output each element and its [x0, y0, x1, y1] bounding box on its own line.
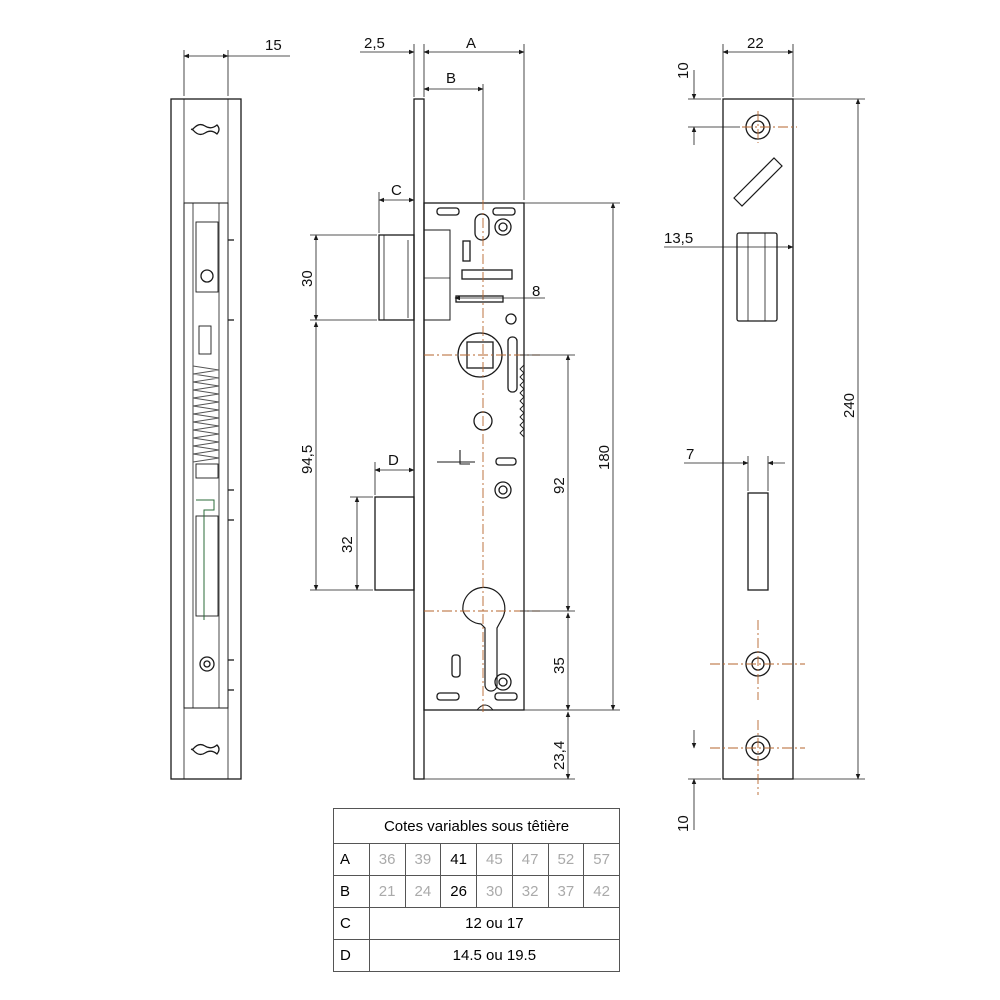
- diagonal-slot-icon: [733, 157, 783, 207]
- dim-latch-width: 13,5: [664, 230, 693, 247]
- table-cell: 39: [404, 843, 442, 876]
- row-label: C: [333, 907, 370, 940]
- dim-faceplate-offset: 2,5: [364, 35, 385, 52]
- table-row-a: A 36 39 41 45 47 52 57: [333, 843, 620, 876]
- row-label: A: [333, 843, 370, 876]
- table-cell: 24: [404, 875, 442, 908]
- dim-faceplate-width: 22: [747, 35, 764, 52]
- dim-case-height: 180: [596, 445, 613, 470]
- dim-label-b: B: [446, 70, 456, 87]
- latch-bolt: [378, 234, 415, 321]
- dim-label-c: C: [391, 182, 402, 199]
- dim-bolt-width: 7: [686, 446, 694, 463]
- table-row-c: C 12 ou 17: [333, 907, 621, 940]
- side-view: [170, 50, 290, 780]
- dead-bolt: [374, 496, 415, 591]
- latch-opening: [736, 232, 778, 322]
- spring: [192, 365, 220, 463]
- faceplate-centerlines: [710, 111, 805, 795]
- dim-bottom-offset: 23,4: [551, 741, 568, 770]
- dim-spindle-to-cylinder: 92: [551, 477, 568, 494]
- dim-side-thickness: 15: [265, 37, 282, 54]
- front-view: [374, 98, 525, 780]
- table-cell-active: 41: [440, 843, 477, 876]
- table-cell: 37: [547, 875, 585, 908]
- bottom-slot-icon: [190, 743, 220, 756]
- front-centerlines: [424, 200, 540, 712]
- table-span-cell: 12 ou 17: [368, 907, 621, 940]
- dim-latch-to-bolt: 94,5: [299, 445, 316, 474]
- variable-dimensions-table: Cotes variables sous têtière A 36 39 41 …: [333, 808, 621, 972]
- table-span-cell: 14.5 ou 19.5: [368, 939, 621, 972]
- table-row-b: B 21 24 26 30 32 37 42: [333, 875, 620, 908]
- row-label: B: [333, 875, 370, 908]
- table-cell: 21: [368, 875, 406, 908]
- table-cell: 52: [547, 843, 585, 876]
- dim-cylinder-to-bottom: 35: [551, 657, 568, 674]
- dim-top-screw-offset: 10: [675, 62, 692, 79]
- table-cell: 42: [583, 875, 620, 908]
- table-cell: 47: [511, 843, 549, 876]
- table-cell: 57: [583, 843, 620, 876]
- table-row-d: D 14.5 ou 19.5: [333, 939, 621, 972]
- top-slot-icon: [190, 123, 220, 136]
- dim-spindle-square: 8: [532, 283, 540, 300]
- bolt-opening: [747, 492, 769, 591]
- table-cell: 32: [511, 875, 549, 908]
- table-title-row: Cotes variables sous têtière: [333, 808, 620, 844]
- dim-label-a: A: [466, 35, 476, 52]
- table-cell: 45: [476, 843, 513, 876]
- table-cell: 36: [368, 843, 406, 876]
- front-dimensions: [310, 44, 620, 780]
- dim-latch-height: 30: [299, 270, 316, 287]
- cylinder-keyhole-icon: [462, 586, 506, 692]
- dim-faceplate-length: 240: [841, 393, 858, 418]
- table-cell: 30: [476, 875, 513, 908]
- dim-label-d: D: [388, 452, 399, 469]
- table-cell-active: 26: [440, 875, 477, 908]
- faceplate-dimensions: [664, 44, 865, 830]
- dim-bolt-height: 32: [339, 536, 356, 553]
- row-label: D: [333, 939, 370, 972]
- dim-bottom-screw-offset: 10: [675, 815, 692, 832]
- table-title: Cotes variables sous têtière: [333, 808, 620, 844]
